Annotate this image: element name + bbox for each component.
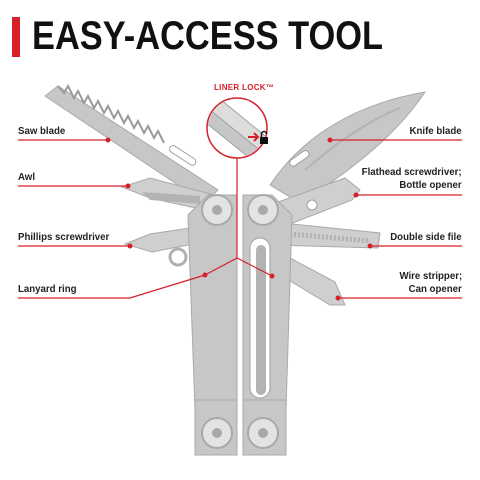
right-handle bbox=[242, 194, 293, 411]
label-bottle-opener: Bottle opener bbox=[399, 179, 462, 191]
saw-blade bbox=[44, 83, 219, 204]
label-phillips-screwdriver: Phillips screwdriver bbox=[18, 231, 110, 243]
leader-lines bbox=[18, 139, 462, 299]
label-wire-stripper: Wire stripper; bbox=[399, 270, 462, 282]
liner-lock-label: LINER LOCK™ bbox=[214, 83, 275, 92]
liner-lock-callout bbox=[206, 97, 268, 159]
title-accent-bar bbox=[12, 17, 20, 57]
label-awl: Awl bbox=[18, 171, 36, 183]
label-knife-blade: Knife blade bbox=[409, 125, 462, 137]
lock-icon bbox=[260, 130, 268, 144]
label-flathead-screwdriver: Flathead screwdriver; bbox=[362, 166, 462, 178]
label-can-opener: Can opener bbox=[408, 283, 462, 295]
label-saw-blade: Saw blade bbox=[18, 125, 66, 137]
screw-icon bbox=[201, 194, 279, 449]
flathead-bottle-opener bbox=[269, 177, 361, 225]
label-lanyard-ring: Lanyard ring bbox=[18, 283, 77, 295]
left-handle bbox=[187, 194, 238, 411]
knife-blade bbox=[269, 91, 427, 204]
page-title: EASY-ACCESS TOOL bbox=[32, 14, 384, 58]
label-double-side-file: Double side file bbox=[390, 231, 462, 243]
leader-dots bbox=[105, 137, 373, 301]
